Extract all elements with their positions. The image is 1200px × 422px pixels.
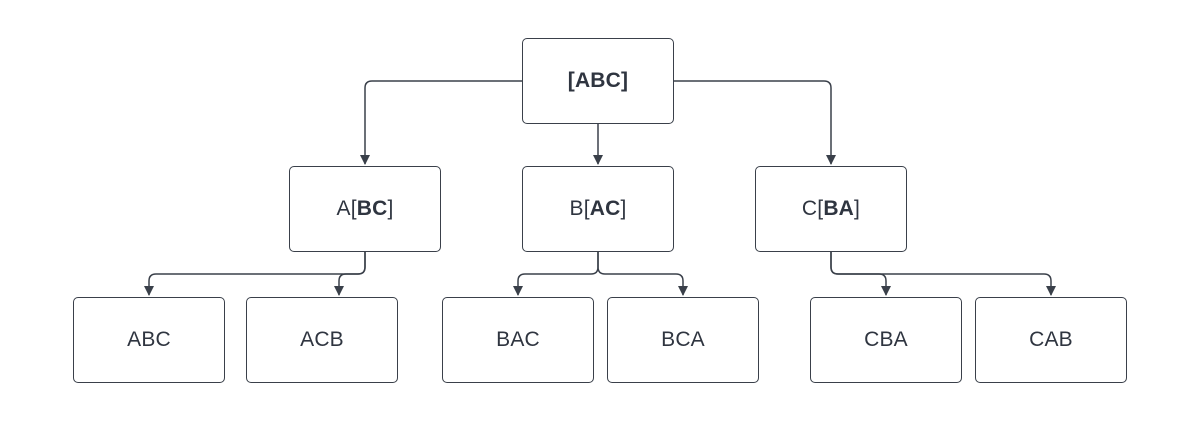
leaf-label: CAB	[1029, 328, 1073, 351]
leaf-node-bca: BCA	[607, 297, 759, 383]
leaf-label: BAC	[496, 328, 540, 351]
node-c-bold: BA	[823, 197, 855, 220]
leaf-label: ABC	[127, 328, 171, 351]
node-b-bold: AC	[589, 197, 621, 220]
node-a-prefix: A[	[336, 197, 357, 220]
edge-a-to-abc	[144, 252, 366, 296]
node-a-bc: A[BC]	[289, 166, 441, 252]
node-a-suffix: ]	[387, 197, 394, 220]
edge-root-to-c	[674, 80, 836, 165]
node-b-prefix: B[	[569, 197, 590, 220]
node-b-ac: B[AC]	[522, 166, 674, 252]
leaf-node-acb: ACB	[246, 297, 398, 383]
root-node: [ABC]	[522, 38, 674, 124]
node-b-suffix: ]	[620, 197, 627, 220]
edge-b-to-bac	[513, 252, 599, 296]
leaf-node-cba: CBA	[810, 297, 962, 383]
edge-b-to-bca	[597, 252, 688, 296]
leaf-node-bac: BAC	[442, 297, 594, 383]
leaf-label: BCA	[661, 328, 705, 351]
node-c-prefix: C[	[801, 197, 824, 220]
leaf-node-cab: CAB	[975, 297, 1127, 383]
edge-root-to-a	[360, 80, 522, 165]
root-node-label: [ABC]	[567, 69, 629, 92]
edge-a-to-acb	[334, 252, 366, 296]
leaf-label: ACB	[300, 328, 344, 351]
node-c-ba: C[BA]	[755, 166, 907, 252]
node-a-bold: BC	[356, 197, 388, 220]
leaf-node-abc: ABC	[73, 297, 225, 383]
edge-c-to-cab	[830, 252, 1056, 296]
node-c-suffix: ]	[854, 197, 861, 220]
leaf-label: CBA	[864, 328, 908, 351]
